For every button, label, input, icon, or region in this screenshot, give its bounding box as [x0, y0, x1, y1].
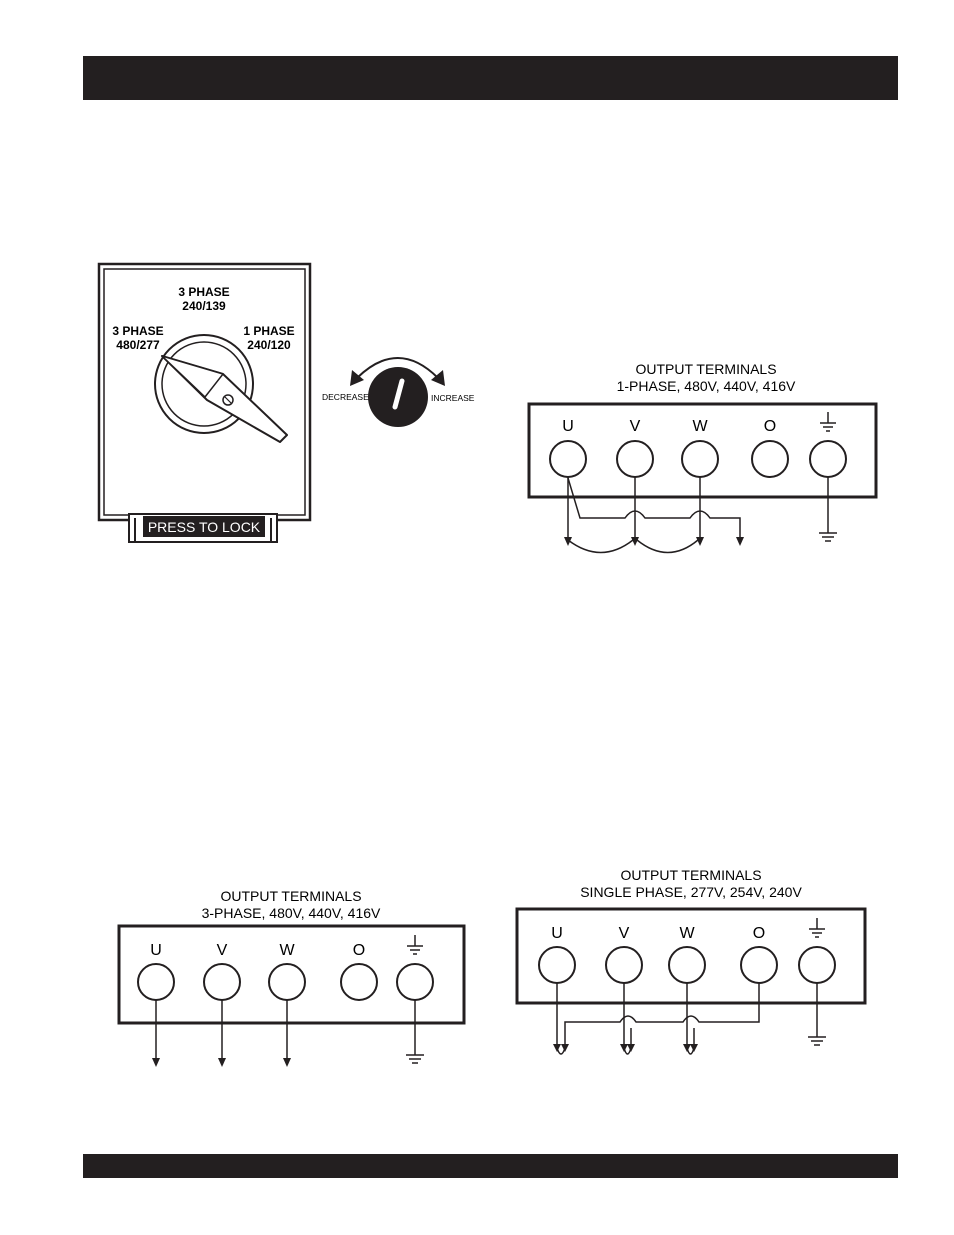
diagram-title-line2: 3-PHASE, 480V, 440V, 416V: [202, 905, 381, 921]
ground-icon: [819, 533, 837, 541]
output-terminals-3-phase: OUTPUT TERMINALS 3-PHASE, 480V, 440V, 41…: [115, 885, 470, 1075]
diagram-title-line1: OUTPUT TERMINALS: [635, 361, 776, 377]
footer-bar: [83, 1154, 898, 1178]
terminal-w[interactable]: [682, 441, 718, 477]
terminal-u[interactable]: [138, 964, 174, 1000]
output-arrows: [152, 1058, 291, 1067]
terminal-ground[interactable]: [799, 947, 835, 983]
output-arrows: [564, 537, 744, 546]
terminal-label-w: W: [679, 925, 695, 942]
diagram-title-line2: 1-PHASE, 480V, 440V, 416V: [617, 378, 796, 394]
output-terminals-single-phase: OUTPUT TERMINALS SINGLE PHASE, 277V, 254…: [513, 862, 873, 1072]
terminal-o[interactable]: [341, 964, 377, 1000]
terminal-v[interactable]: [617, 441, 653, 477]
terminal-v[interactable]: [606, 947, 642, 983]
position-label-right-line2: 240/120: [247, 338, 291, 352]
diagram-title-line1: OUTPUT TERMINALS: [220, 888, 361, 904]
terminal-label-u: U: [562, 418, 574, 435]
terminal-label-o: O: [353, 942, 365, 959]
terminal-label-w: W: [692, 418, 708, 435]
ground-icon: [406, 1055, 424, 1063]
output-terminals-1-phase: OUTPUT TERMINALS 1-PHASE, 480V, 440V, 41…: [525, 360, 885, 560]
diagram-title-line2: SINGLE PHASE, 277V, 254V, 240V: [580, 884, 802, 900]
voltage-adjust-knob: DECREASE INCREASE: [318, 340, 480, 435]
terminal-label-v: V: [619, 925, 630, 942]
terminal-w[interactable]: [669, 947, 705, 983]
position-label-top-line1: 3 PHASE: [178, 285, 229, 299]
terminal-ground[interactable]: [397, 964, 433, 1000]
terminal-label-v: V: [217, 942, 228, 959]
ground-icon: [808, 1037, 826, 1045]
terminal-label-o: O: [764, 418, 776, 435]
terminal-o[interactable]: [752, 441, 788, 477]
terminal-ground[interactable]: [810, 441, 846, 477]
diagram-title-line1: OUTPUT TERMINALS: [620, 867, 761, 883]
terminal-label-u: U: [150, 942, 162, 959]
terminal-w[interactable]: [269, 964, 305, 1000]
terminal-o[interactable]: [741, 947, 777, 983]
terminal-label-w: W: [279, 942, 295, 959]
position-label-top-line2: 240/139: [182, 299, 226, 313]
terminal-label-v: V: [630, 418, 641, 435]
terminal-u[interactable]: [539, 947, 575, 983]
position-label-left-line1: 3 PHASE: [112, 324, 163, 338]
lock-label: PRESS TO LOCK: [148, 519, 261, 535]
knob[interactable]: [368, 367, 428, 427]
increase-label: INCREASE: [431, 393, 475, 403]
terminal-label-o: O: [753, 925, 765, 942]
terminal-u[interactable]: [550, 441, 586, 477]
header-bar: [83, 56, 898, 100]
terminal-v[interactable]: [204, 964, 240, 1000]
terminal-label-u: U: [551, 925, 563, 942]
decrease-label: DECREASE: [322, 392, 369, 402]
position-label-right-line1: 1 PHASE: [243, 324, 294, 338]
voltage-selector-switch: PRESS TO LOCK 3 PHASE 240/139 3 PHASE 48…: [95, 260, 320, 550]
position-label-left-line2: 480/277: [116, 338, 160, 352]
